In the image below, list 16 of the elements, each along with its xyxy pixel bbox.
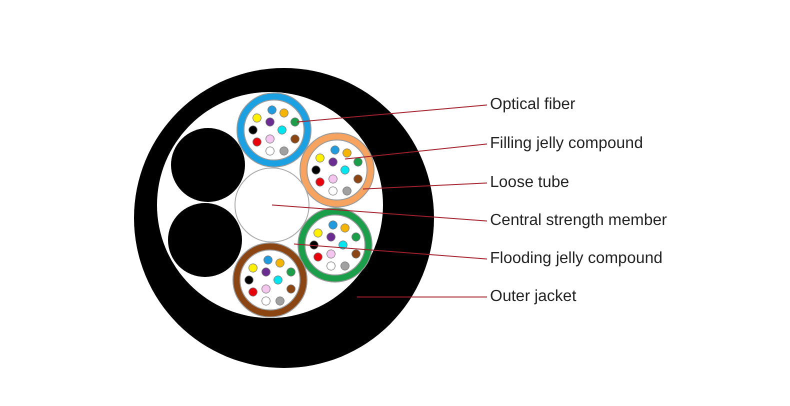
central-strength-member: [234, 168, 310, 242]
optical-fiber: [290, 118, 300, 126]
callout-label: Outer jacket: [490, 288, 576, 305]
callout-label: Optical fiber: [490, 96, 576, 113]
callout-label: Flooding jelly compound: [490, 250, 663, 267]
leader-line: [344, 144, 488, 160]
leader-line: [356, 296, 488, 298]
leader-line: [294, 244, 488, 260]
filler-rod: [171, 128, 245, 202]
leader-line: [272, 204, 488, 222]
leader-line: [362, 182, 488, 190]
callout-label: Central strength member: [490, 212, 667, 229]
filler-rod: [168, 203, 242, 277]
leader-line: [296, 104, 488, 122]
callout-label: Loose tube: [490, 174, 570, 191]
callout-label: Filling jelly compound: [490, 135, 643, 152]
